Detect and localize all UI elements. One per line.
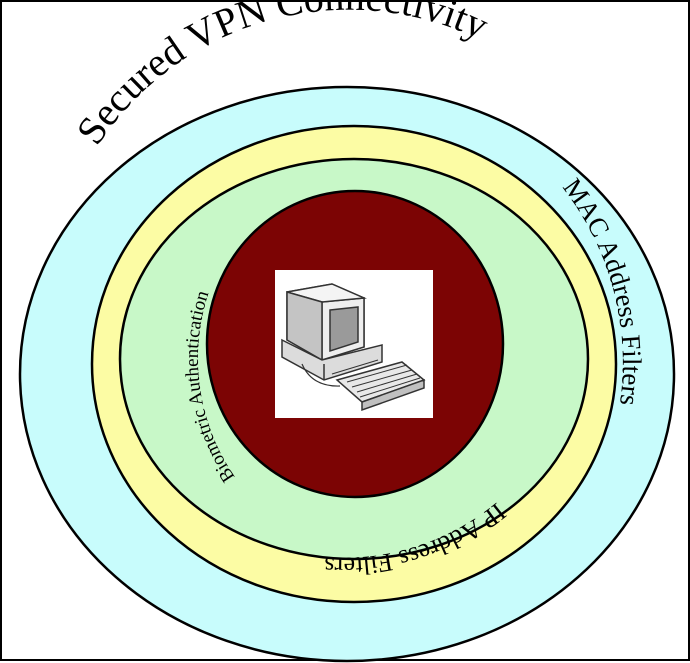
desktop-computer-icon <box>281 283 426 412</box>
